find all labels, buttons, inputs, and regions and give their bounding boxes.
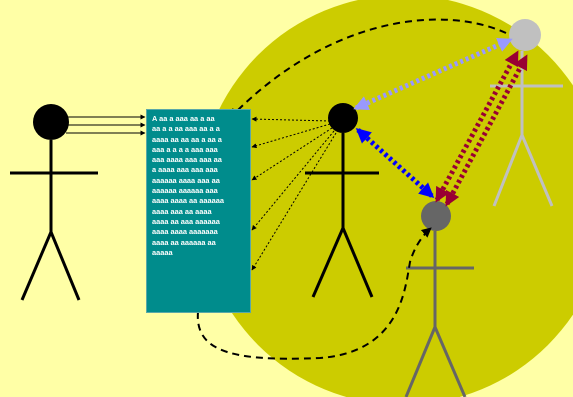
document-text-line: aaaaaa aaaa aaa aa (152, 175, 220, 185)
dotted-arrow (251, 116, 331, 122)
dotted-arrow (251, 130, 335, 231)
document-text-line: aa a a aa aaa aa a a (152, 124, 220, 134)
document-text-line: aaaaaa aaaaaa aaa (152, 186, 218, 196)
left-person-head (33, 104, 69, 140)
left-to-document-arrows (66, 114, 146, 136)
dashed-curve-arrow-top (229, 18, 507, 119)
lower-right-person (404, 201, 474, 397)
center-person (305, 103, 379, 298)
center-person-head (328, 103, 358, 133)
document-text-line: aaaa aa aaa aaaaaa (152, 216, 220, 226)
upper-right-person-head (509, 19, 541, 51)
maroon-double-arrow (444, 54, 529, 207)
lower-right-person-right-leg (433, 326, 467, 397)
document-text-line: aaaa aaaa aa aaaaaa (152, 196, 224, 206)
document-text-line: aaaa aa aa aa a aa a (152, 134, 222, 144)
shared-document: A aa a aaa aa a aa aa a a aa aaa aa a a … (146, 109, 251, 313)
left-person-right-leg (49, 231, 81, 301)
document-text-line: A aa a aaa aa a aa (152, 114, 215, 123)
document-text-line: aaa a a a a aaa aaa (152, 144, 218, 154)
center-person-right-leg (341, 227, 374, 298)
lower-right-person-left-leg (404, 326, 437, 397)
document-text-line: a aaaa aaa aaa aaa (152, 165, 218, 175)
group-circle (198, 0, 573, 397)
document-text-line: aaaaa (152, 247, 173, 257)
lower-right-person-head (421, 201, 451, 231)
dotted-arrow (251, 132, 337, 271)
left-person-left-leg (20, 231, 53, 301)
document-text-line: aaaa aaaa aaaaaaa (152, 227, 218, 237)
dashed-curve-arrow-bottom (196, 227, 432, 360)
center-to-document-arrows (251, 116, 337, 271)
document-text-line: aaaa aa aaaaaa aa (152, 237, 216, 247)
document-text-line: aaa aaaa aaa aaa aa (152, 155, 222, 165)
dotted-arrow (251, 123, 331, 149)
blue-double-arrow (355, 128, 435, 198)
left-person (10, 104, 98, 301)
document-text-line: aaaa aaa aa aaaa (152, 206, 212, 216)
center-person-left-leg (311, 227, 345, 298)
